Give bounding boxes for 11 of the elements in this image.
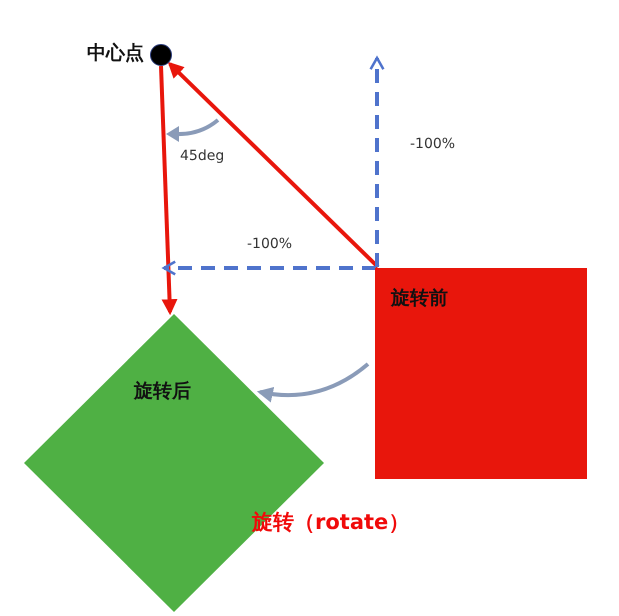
shape-label: 旋转前: [391, 286, 448, 311]
arrow: [168, 62, 380, 268]
center-point-dot: [150, 44, 172, 66]
point-label: 中心点: [87, 41, 144, 66]
arrow: [369, 56, 385, 267]
angle-label: 45deg: [180, 148, 224, 164]
arrow: [256, 362, 370, 402]
square: [375, 268, 587, 479]
arrow: [159, 66, 178, 316]
shape-label: 旋转后: [134, 379, 191, 404]
arrow: [162, 260, 376, 276]
